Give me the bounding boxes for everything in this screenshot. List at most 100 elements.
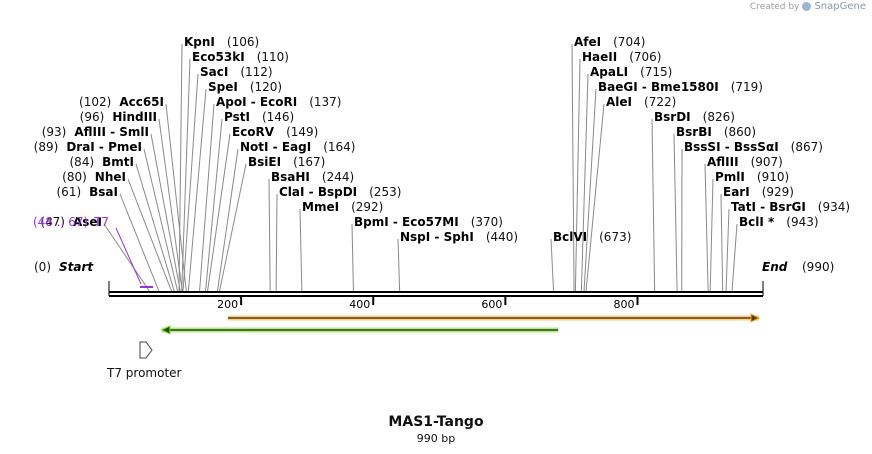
site-pos-afl3b: (907): [751, 155, 783, 169]
end-position: (990): [802, 260, 834, 274]
leader-line-bsa1: [119, 193, 160, 293]
site-pos-ase1: (47): [40, 215, 65, 229]
site-kpn1: KpnI (106): [184, 35, 259, 49]
site-name-tat1: TatI - BsrGI: [731, 200, 806, 214]
site-not1: NotI - EagI(164): [240, 140, 355, 154]
leader-line-nhe1: [127, 178, 173, 293]
site-name-bcl6: BclVI: [553, 230, 587, 244]
t7-position: (48 .. 67): [33, 215, 88, 229]
site-pos-cla1: (253): [369, 185, 401, 199]
feature-arrows: [160, 313, 761, 335]
site-mme1: MmeI(292): [302, 200, 383, 214]
site-afl3: AflIII - SmlI (93): [42, 125, 149, 139]
site-pos-pml1: (910): [757, 170, 789, 184]
leader-line-hae2: [574, 58, 581, 293]
site-pos-dra1: (89): [34, 140, 59, 154]
t7-feature-label: (48 .. 67) T7: [33, 215, 153, 288]
t7-name: T7: [93, 215, 109, 229]
site-name-sac1: SacI: [200, 65, 228, 79]
site-pos-tat1: (934): [818, 200, 850, 214]
site-ase1: AseI (47): [40, 215, 102, 229]
site-name-nsp1: NspI - SphI: [400, 230, 474, 244]
site-pos-baegi: (719): [731, 80, 763, 94]
site-bsrbi: BsrBI(860): [676, 125, 756, 139]
site-name-afl3: AflIII - SmlI: [74, 125, 149, 139]
site-pos-acc65: (102): [79, 95, 111, 109]
leader-line-cla1: [275, 193, 278, 293]
leader-line-ear1: [720, 193, 724, 293]
site-pos-nhe1: (80): [62, 170, 87, 184]
site-name-ecorv: EcoRV: [232, 125, 275, 139]
site-name-acc65: Acc65I: [119, 95, 164, 109]
site-name-bsrdi: BsrDI: [654, 110, 691, 124]
leader-line-tat1: [725, 208, 730, 293]
dna-backbone: [108, 281, 764, 297]
site-pos-apo1: (137): [309, 95, 341, 109]
site-pos-apal1: (715): [640, 65, 672, 79]
site-baegi: BaeGI - Bme1580I (719): [598, 80, 763, 94]
site-bsa1: BsaI(61): [57, 185, 119, 199]
site-pos-nsp1: (440): [486, 230, 518, 244]
site-sac1: SacI(112): [200, 65, 273, 79]
site-pos-mme1: (292): [351, 200, 383, 214]
start-marker: (0) Start: [34, 260, 94, 274]
site-name-cla1: ClaI - BspDI: [279, 185, 357, 199]
site-pos-hae2: (706): [629, 50, 661, 64]
leader-line-pml1: [709, 178, 714, 293]
site-bsrdi: BsrDI (826): [654, 110, 735, 124]
site-name-baegi: BaeGI - Bme1580I: [598, 80, 719, 94]
leader-line-spe1: [187, 88, 207, 293]
site-pos-ear1: (929): [762, 185, 794, 199]
map-title: MAS1-Tango: [388, 414, 484, 430]
tick-label-600: 600: [481, 298, 502, 311]
site-pos-afl3: (93): [42, 125, 67, 139]
site-name-afe1: AfeI: [574, 35, 601, 49]
site-bsiei: BsiEI(167): [248, 155, 325, 169]
site-bcl1: BclI *(943): [739, 215, 819, 229]
leader-line-bmt1: [135, 163, 175, 293]
leader-line-sac1: [182, 73, 199, 293]
site-name-kpn1: KpnI: [184, 35, 215, 49]
site-pos-spe1: (120): [250, 80, 282, 94]
site-pos-not1: (164): [323, 140, 355, 154]
leader-line-afl3: [150, 133, 181, 293]
site-bmt1: BmtI(84): [70, 155, 135, 169]
site-pos-bmt1: (84): [70, 155, 95, 169]
site-name-bsrbi: BsrBI: [676, 125, 712, 139]
site-pos-ale1: (722): [644, 95, 676, 109]
snapgene-logo-icon: [802, 2, 812, 11]
site-pos-bsa1: (61): [57, 185, 82, 199]
leader-line-mme1: [299, 208, 303, 293]
leader-line-acc65: [165, 103, 187, 293]
site-bsahi: BsaHI(244): [271, 170, 354, 184]
site-name-hae2: HaeII: [582, 50, 617, 64]
site-pos-bcl1: (943): [786, 215, 818, 229]
cut-site-labels: KpnI(106)Eco53kI(110)SacI(112)SpeI(120)A…: [34, 35, 850, 244]
t7-promoter: T7 promoter: [106, 341, 182, 380]
site-name-pst1: PstI: [224, 110, 250, 124]
site-name-bsiei: BsiEI: [248, 155, 281, 169]
cut-site-leader-lines: [103, 43, 738, 293]
site-bsssi: BssSI - BssSαI(867): [684, 140, 823, 154]
site-afl3b: AflIII(907): [707, 155, 783, 169]
tick-label-400: 400: [349, 298, 370, 311]
site-pos-bsrdi: (826): [703, 110, 735, 124]
site-name-dra1: DraI - PmeI: [66, 140, 142, 154]
site-name-spe1: SpeI: [208, 80, 238, 94]
site-name-hind3: HindIII: [112, 110, 157, 124]
orange-feature-arrowhead-icon: [750, 313, 761, 323]
leader-line-not1: [216, 148, 239, 293]
site-ecorv: EcoRV(149): [232, 125, 318, 139]
site-name-bpm1: BpmI - Eco57MI: [354, 215, 459, 229]
leader-line-nsp1: [397, 238, 401, 293]
site-dra1: DraI - PmeI (89): [34, 140, 142, 154]
site-pos-bcl6: (673): [599, 230, 631, 244]
site-pos-eco53k: (110): [257, 50, 289, 64]
site-name-nhe1: NheI: [95, 170, 126, 184]
site-pos-kpn1: (106): [227, 35, 259, 49]
site-apal1: ApaLI(715): [590, 65, 672, 79]
site-pos-bsahi: (244): [322, 170, 354, 184]
site-name-ase1: AseI: [73, 215, 102, 229]
leader-line-apo1: [199, 103, 215, 293]
leader-line-baegi: [583, 88, 597, 293]
